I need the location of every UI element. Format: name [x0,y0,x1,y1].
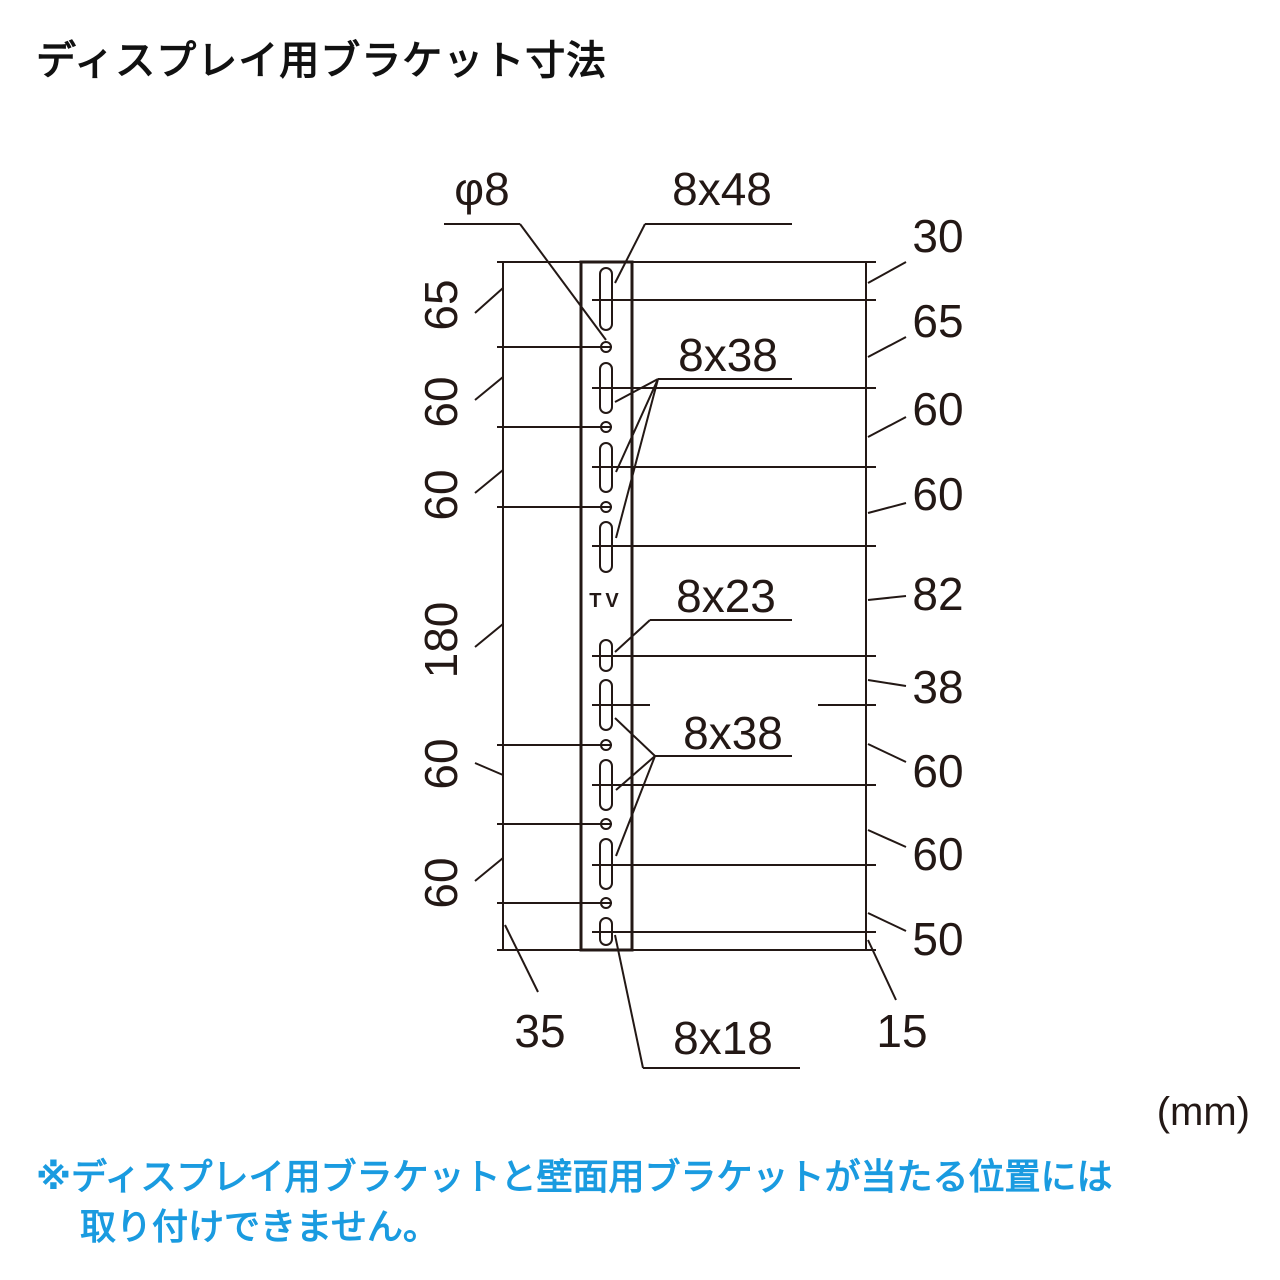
right-dim: 60 [912,745,963,797]
bracket-body [579,260,634,952]
label-slot-top: 8x48 [672,163,772,215]
tv-mark: TV [589,590,623,612]
right-dim: 60 [912,468,963,520]
left-dim: 60 [415,738,467,789]
left-dimensions: 65 60 60 180 60 60 [415,279,467,908]
right-dim: 82 [912,568,963,620]
right-dim: 38 [912,661,963,713]
label-round-hole: φ8 [454,163,509,215]
bottom-left-dim: 35 [514,1005,565,1057]
note-line-1: ※ディスプレイ用ブラケットと壁面用ブラケットが当たる位置には [36,1156,1113,1197]
left-dim: 65 [415,279,467,330]
left-dim: 180 [415,602,467,679]
label-slots-lower: 8x38 [683,707,783,759]
mounting-holes [600,341,612,909]
unit-label: (mm) [1156,1090,1250,1134]
mounting-note: ※ディスプレイ用ブラケットと壁面用ブラケットが当たる位置には 取り付けできません… [36,1152,1112,1252]
label-slot-middle: 8x23 [676,570,776,622]
note-line-2: 取り付けできません。 [80,1206,439,1247]
mounting-slots [599,267,613,946]
page-title: ディスプレイ用ブラケット寸法 [36,39,608,83]
right-dim: 50 [912,913,963,965]
left-dim: 60 [415,469,467,520]
bottom-right-dim: 15 [876,1005,927,1057]
right-dimensions: 30 65 60 60 82 38 60 60 50 [912,210,963,965]
label-slot-bottom: 8x18 [673,1012,773,1064]
right-dim: 65 [912,295,963,347]
label-slots-upper: 8x38 [678,329,778,381]
left-dim: 60 [415,857,467,908]
right-dim: 60 [912,383,963,435]
extension-lines [497,261,876,951]
left-dim: 60 [415,376,467,427]
right-dim: 30 [912,210,963,262]
right-dim: 60 [912,828,963,880]
callout-leaders [444,223,907,1069]
